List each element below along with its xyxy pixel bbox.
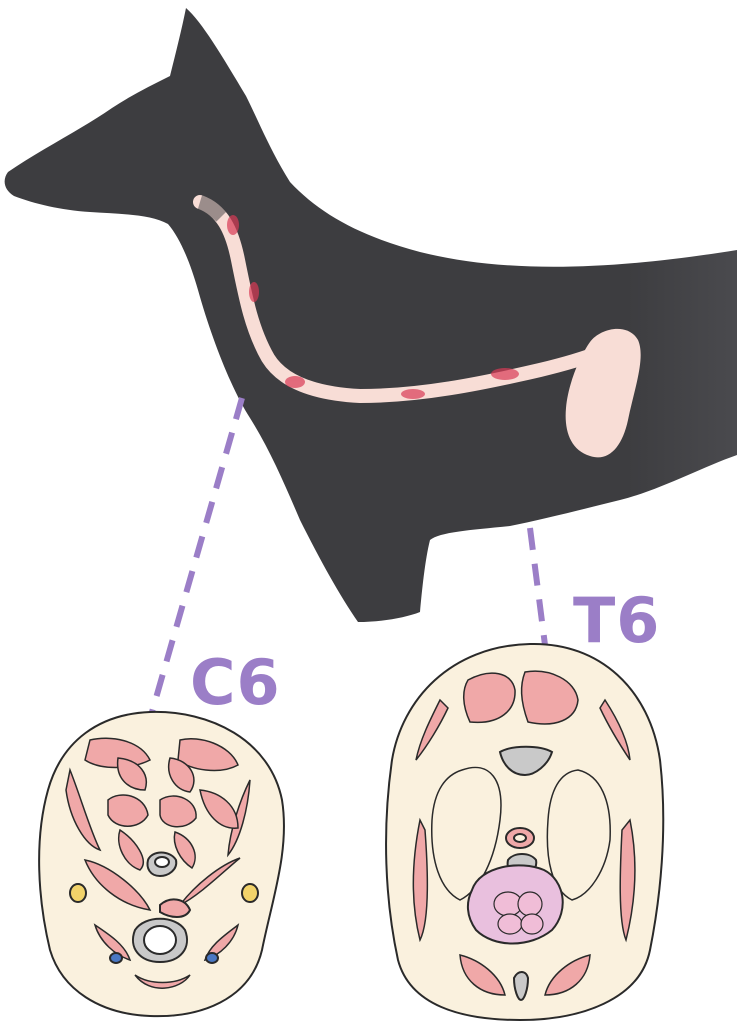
dog-silhouette [5, 8, 737, 622]
cross-section-c6 [39, 712, 284, 1016]
label-t6: T6 [573, 590, 660, 652]
cross-section-t6 [386, 644, 663, 1020]
label-c6: C6 [190, 652, 281, 714]
dashed-line-t6 [530, 528, 545, 645]
